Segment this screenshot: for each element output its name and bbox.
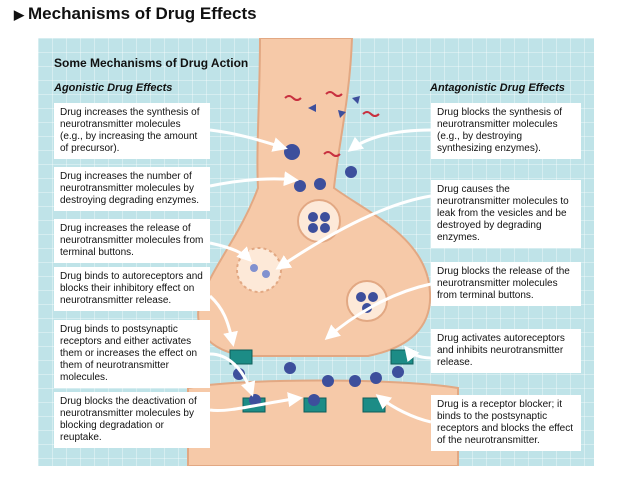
antagonistic-label: Drug blocks the release of the neurotran… <box>431 262 581 306</box>
agonistic-label: Drug binds to autoreceptors and blocks t… <box>54 267 210 311</box>
antagonistic-subheading: Antagonistic Drug Effects <box>430 82 565 94</box>
synapse-diagram <box>187 38 459 466</box>
page-title: ▶Mechanisms of Drug Effects <box>14 4 257 23</box>
agonistic-label: Drug increases the synthesis of neurotra… <box>54 103 210 159</box>
agonistic-label: Drug blocks the deactivation of neurotra… <box>54 392 210 448</box>
postsynaptic-membrane <box>187 379 459 466</box>
pointer-arrows <box>208 128 432 424</box>
agonistic-label: Drug increases the release of neurotrans… <box>54 219 210 263</box>
agonistic-label: Drug binds to postsynaptic receptors and… <box>54 320 210 388</box>
cleft-molecules <box>233 362 404 406</box>
antagonistic-label: Drug is a receptor blocker; it binds to … <box>431 395 581 451</box>
agonistic-subheading: Agonistic Drug Effects <box>54 82 173 94</box>
antagonistic-label: Drug activates autoreceptors and inhibit… <box>431 329 581 373</box>
presynaptic-terminal <box>197 38 432 357</box>
precursor-fragments <box>284 96 360 192</box>
enzyme-coils <box>284 91 380 157</box>
antagonistic-label: Drug blocks the synthesis of neurotransm… <box>431 103 581 159</box>
panel-heading: Some Mechanisms of Drug Action <box>54 56 249 70</box>
diagram-panel: Some Mechanisms of Drug Action Agonistic… <box>38 38 594 466</box>
triangle-bullet-icon: ▶ <box>14 7 24 22</box>
agonistic-label: Drug increases the number of neurotransm… <box>54 167 210 211</box>
antagonistic-label: Drug causes the neurotransmitter molecul… <box>431 180 581 248</box>
